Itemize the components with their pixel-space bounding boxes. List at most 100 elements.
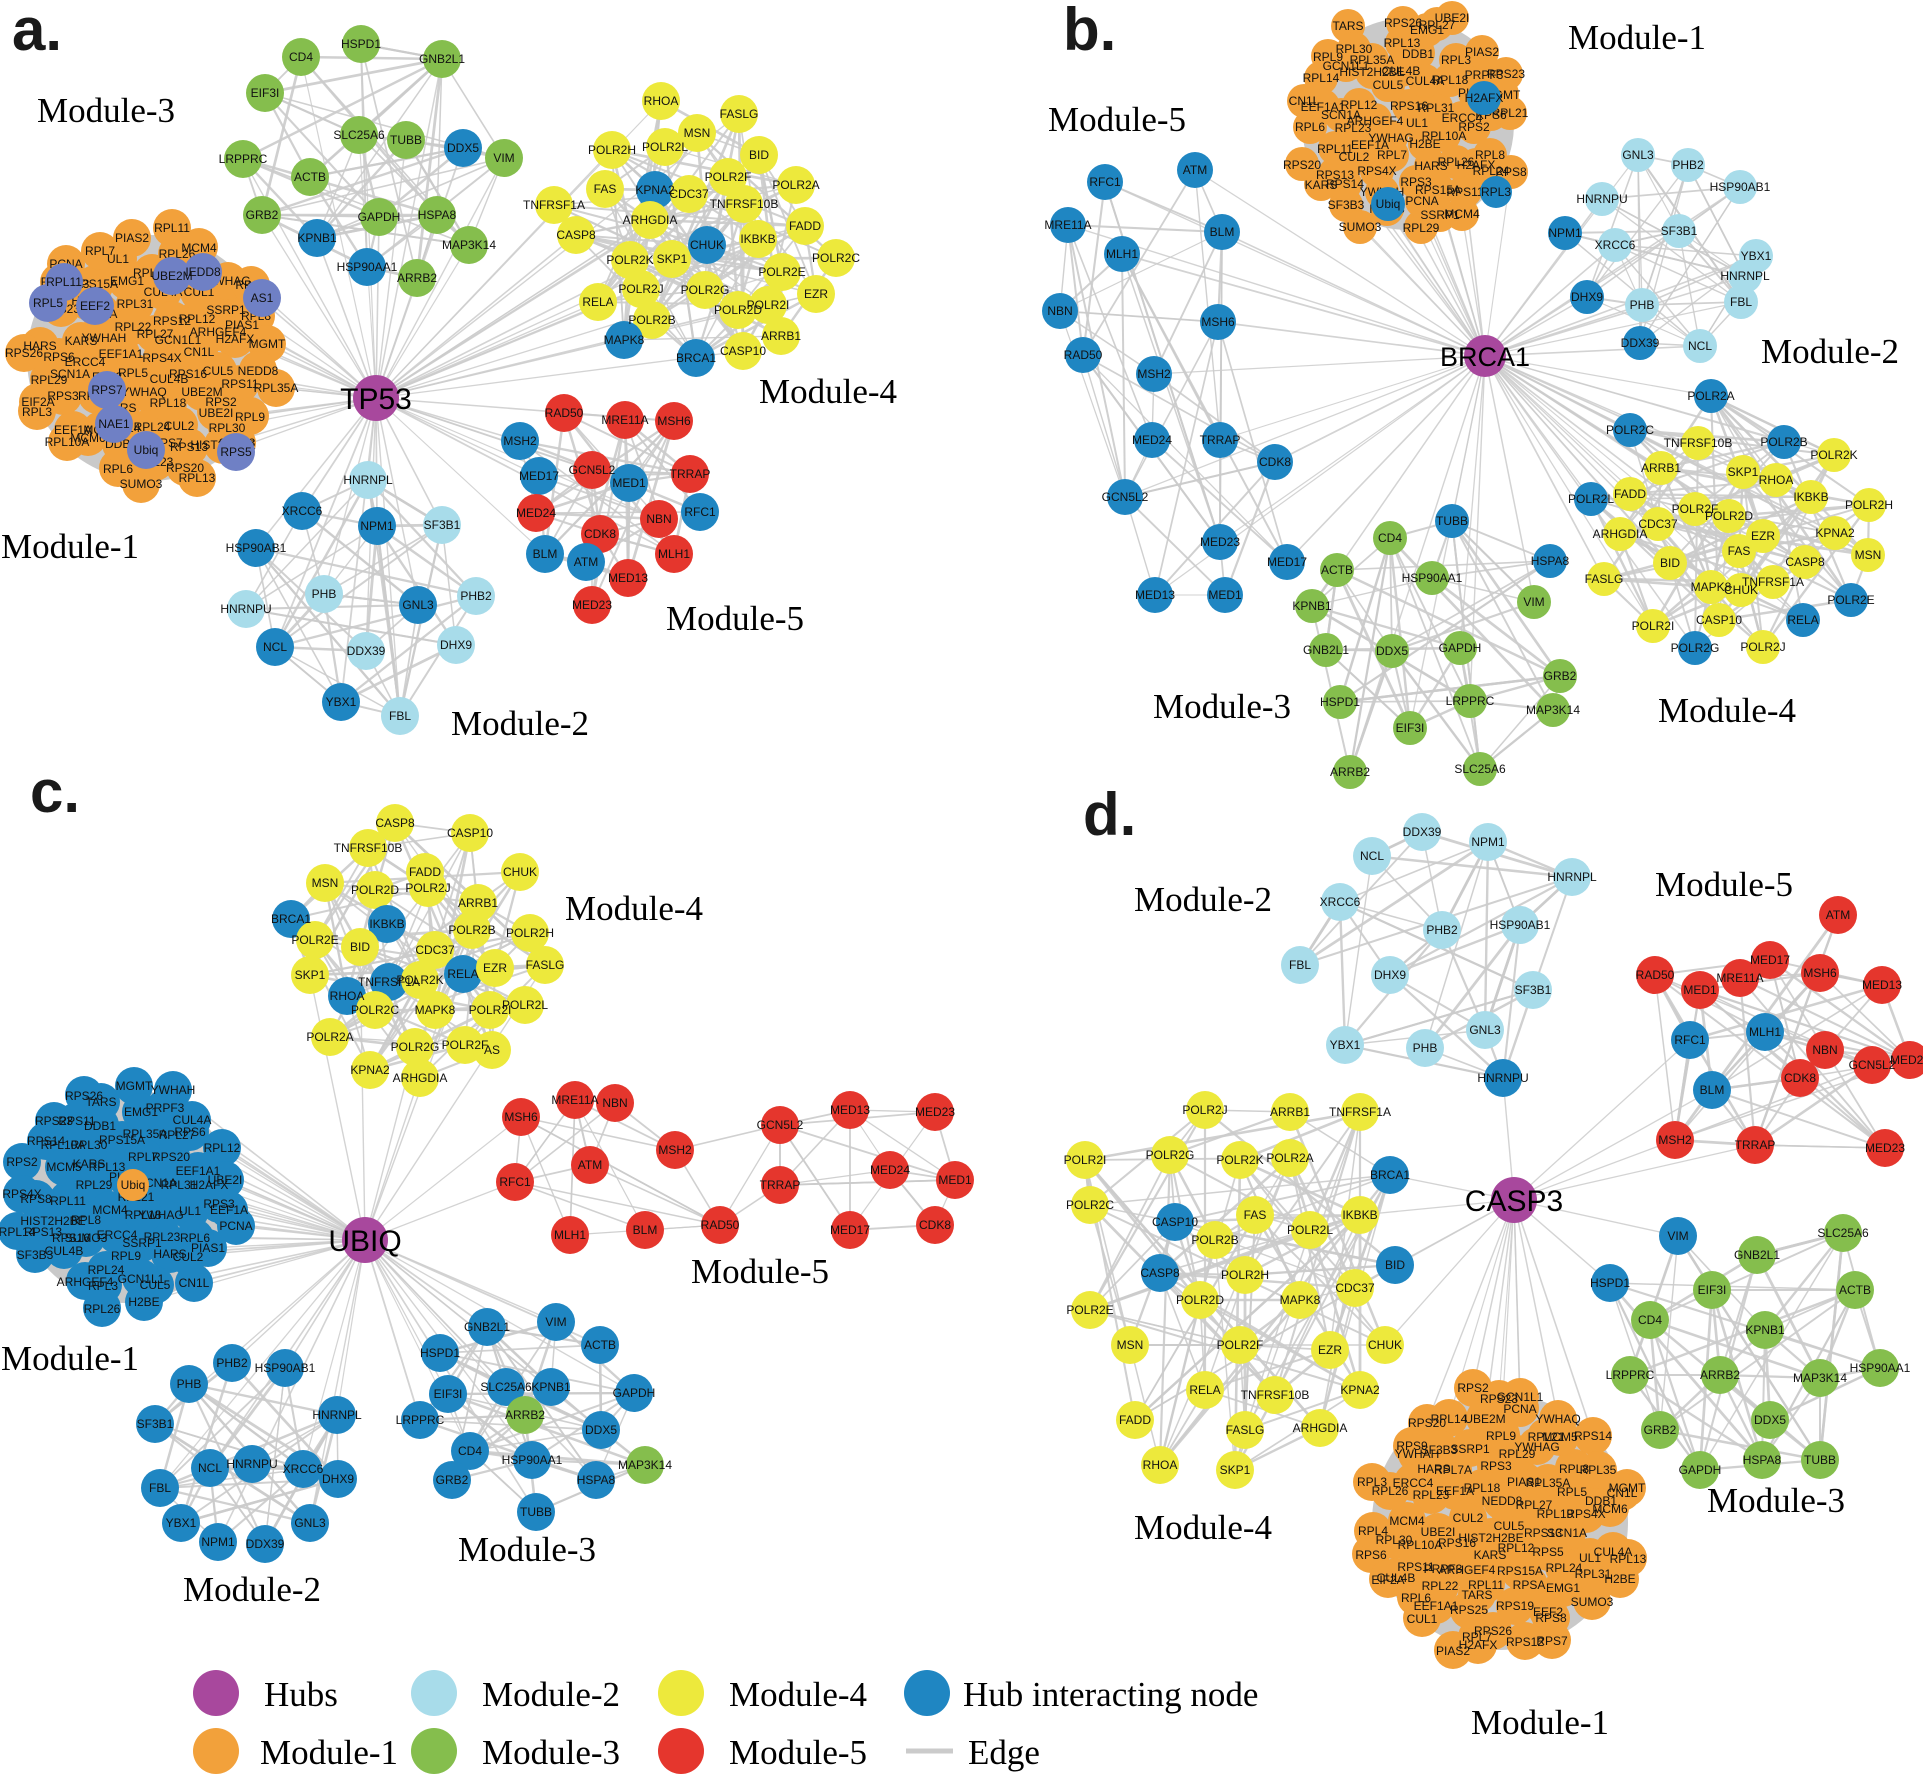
svg-text:EEF1A: EEF1A [54, 423, 92, 437]
svg-text:POLR2J: POLR2J [1740, 640, 1785, 654]
svg-text:RPL11: RPL11 [154, 221, 190, 235]
svg-text:TUBB: TUBB [520, 1505, 552, 1519]
svg-text:EEF2: EEF2 [1533, 1605, 1563, 1619]
svg-text:TRRAP: TRRAP [670, 467, 711, 481]
svg-text:RPL12: RPL12 [1498, 1541, 1535, 1555]
svg-text:TNFRSF1A: TNFRSF1A [523, 198, 585, 212]
svg-text:BID: BID [350, 940, 370, 954]
svg-text:Ubiq: Ubiq [134, 443, 159, 457]
svg-text:d.: d. [1083, 781, 1136, 848]
svg-text:TNFRSF10B: TNFRSF10B [710, 197, 779, 211]
svg-text:RPS9: RPS9 [1396, 1439, 1428, 1453]
svg-text:CUL4B: CUL4B [1382, 64, 1421, 78]
svg-text:MED24: MED24 [516, 506, 556, 520]
svg-text:RPL35: RPL35 [1580, 1463, 1617, 1477]
svg-text:ACTB: ACTB [1839, 1283, 1871, 1297]
svg-text:GNL3: GNL3 [1469, 1023, 1501, 1037]
svg-text:MAPK8: MAPK8 [1691, 580, 1732, 594]
svg-text:RPL26: RPL26 [1372, 1484, 1409, 1498]
svg-text:RPL14: RPL14 [0, 1225, 36, 1239]
svg-text:Module-5: Module-5 [1048, 100, 1186, 139]
svg-text:MSH6: MSH6 [504, 1110, 538, 1124]
svg-text:MED1: MED1 [1683, 983, 1717, 997]
svg-text:MCM5: MCM5 [46, 1160, 82, 1174]
svg-text:RPS11: RPS11 [58, 1114, 95, 1128]
svg-text:RPL5: RPL5 [33, 296, 63, 310]
svg-text:SCN1A: SCN1A [50, 367, 90, 381]
svg-text:FADD: FADD [409, 865, 441, 879]
svg-text:POLR2H: POLR2H [1221, 1268, 1269, 1282]
svg-text:HARS: HARS [1414, 159, 1447, 173]
svg-text:RPS20: RPS20 [166, 461, 204, 475]
svg-text:SSRP1: SSRP1 [1420, 208, 1460, 222]
svg-text:MED23: MED23 [915, 1105, 955, 1119]
svg-text:POLR2D: POLR2D [351, 883, 399, 897]
svg-text:SUMO3: SUMO3 [1339, 220, 1382, 234]
svg-text:HNRNPL: HNRNPL [1547, 870, 1597, 884]
svg-text:DHX9: DHX9 [440, 638, 472, 652]
svg-text:RPL31: RPL31 [1418, 101, 1455, 115]
svg-text:LRPPRC: LRPPRC [219, 152, 268, 166]
svg-text:CDK8: CDK8 [1784, 1071, 1816, 1085]
svg-text:TRRAP: TRRAP [1735, 1138, 1776, 1152]
svg-text:FADD: FADD [1614, 487, 1646, 501]
svg-text:UBE2I: UBE2I [199, 406, 234, 420]
svg-text:MED24: MED24 [1890, 1053, 1923, 1067]
svg-text:EEF1A1: EEF1A1 [176, 1164, 221, 1178]
svg-text:RPL27: RPL27 [137, 327, 174, 341]
svg-text:AS: AS [484, 1043, 500, 1057]
svg-text:KPNB1: KPNB1 [1292, 599, 1332, 613]
svg-text:DDB1: DDB1 [84, 1119, 116, 1133]
svg-text:HSP90AB1: HSP90AB1 [1490, 918, 1551, 932]
svg-text:CASP3: CASP3 [1465, 1185, 1563, 1218]
svg-text:RAD50: RAD50 [1636, 968, 1675, 982]
svg-text:PRPF3: PRPF3 [146, 1101, 185, 1115]
svg-text:GNL3: GNL3 [402, 598, 434, 612]
svg-text:UL1: UL1 [179, 1204, 201, 1218]
svg-text:CUL2: CUL2 [173, 1250, 204, 1264]
svg-text:KPNA2: KPNA2 [350, 1063, 390, 1077]
svg-text:RPL13: RPL13 [89, 1160, 126, 1174]
svg-text:RPS4X: RPS4X [1357, 164, 1396, 178]
svg-text:PRPF3: PRPF3 [1424, 1562, 1463, 1576]
svg-text:RPL3: RPL3 [1441, 53, 1471, 67]
svg-text:GAPDH: GAPDH [1439, 641, 1482, 655]
svg-text:RPL8: RPL8 [71, 1213, 101, 1227]
svg-text:ATM: ATM [574, 555, 598, 569]
svg-text:ERCC4: ERCC4 [65, 355, 106, 369]
svg-text:NBN: NBN [602, 1096, 627, 1110]
svg-text:GAPDH: GAPDH [613, 1386, 656, 1400]
svg-text:EZR: EZR [1751, 529, 1775, 543]
svg-text:ERCC4: ERCC4 [97, 1228, 138, 1242]
svg-text:UBE2M: UBE2M [1464, 1412, 1505, 1426]
svg-text:RPS3: RPS3 [1480, 1459, 1512, 1473]
svg-text:RPL6: RPL6 [180, 1231, 210, 1245]
svg-text:RPS15A: RPS15A [99, 1133, 145, 1147]
svg-text:ARHGEF4: ARHGEF4 [57, 1275, 114, 1289]
svg-text:CDC37: CDC37 [1335, 1281, 1375, 1295]
svg-text:KARS: KARS [65, 334, 98, 348]
svg-text:FADD: FADD [1119, 1413, 1151, 1427]
svg-text:GNB2L1: GNB2L1 [1734, 1248, 1780, 1262]
svg-text:ACTB: ACTB [584, 1338, 616, 1352]
svg-text:CUL4A: CUL4A [1594, 1545, 1633, 1559]
svg-text:MRE11A: MRE11A [551, 1093, 598, 1107]
svg-text:YWHAQ: YWHAQ [121, 385, 166, 399]
svg-text:RPL14: RPL14 [1303, 71, 1340, 85]
svg-text:PCNA: PCNA [1405, 194, 1438, 208]
svg-text:KARS: KARS [73, 1157, 106, 1171]
svg-text:POLR2I: POLR2I [1632, 619, 1675, 633]
svg-text:Module-1: Module-1 [260, 1733, 398, 1772]
svg-text:POLR2G: POLR2G [1671, 641, 1720, 655]
svg-text:FBL: FBL [149, 1481, 171, 1495]
svg-text:YWHAG: YWHAG [1368, 131, 1413, 145]
svg-text:H2BE: H2BE [1604, 1572, 1635, 1586]
svg-text:RPS15A: RPS15A [1415, 183, 1461, 197]
svg-text:MRE11A: MRE11A [601, 413, 648, 427]
svg-text:FBL: FBL [1289, 958, 1311, 972]
svg-text:CUL2: CUL2 [164, 419, 195, 433]
svg-text:EEF1A1: EEF1A1 [99, 347, 144, 361]
svg-text:POLR2I: POLR2I [469, 1003, 512, 1017]
svg-text:RPS12: RPS12 [153, 314, 191, 328]
svg-text:ARHGEF4: ARHGEF4 [1439, 1563, 1496, 1577]
